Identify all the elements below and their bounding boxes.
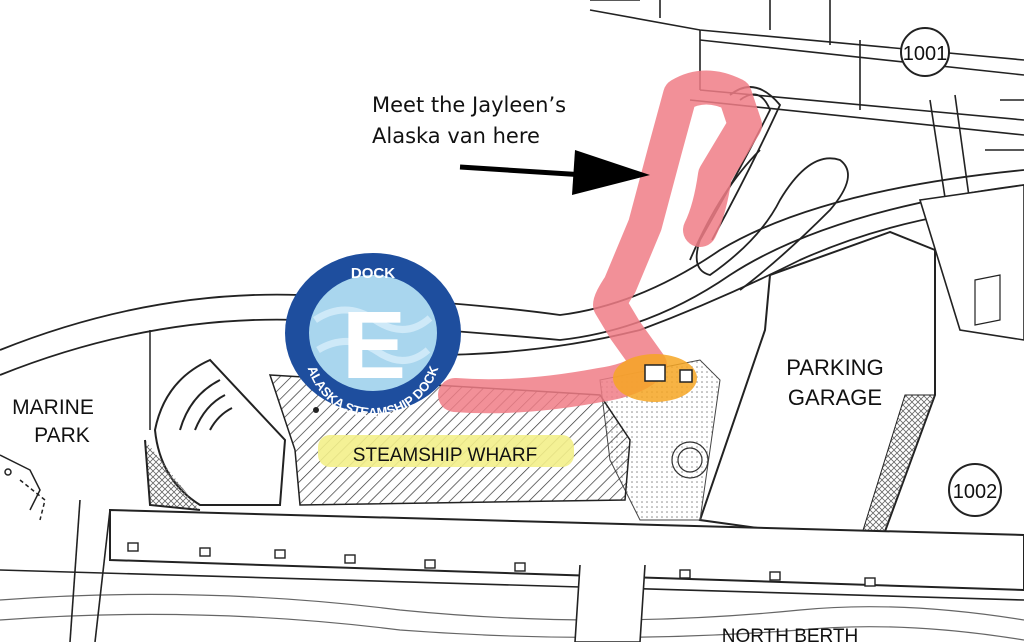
marine-park-label-line1: MARINE bbox=[12, 396, 94, 419]
logo-letter: E bbox=[342, 292, 406, 399]
kiosk-building bbox=[644, 364, 693, 383]
marine-park-lines bbox=[0, 330, 151, 521]
parking-garage-building bbox=[698, 184, 1024, 547]
north-berth-label: NORTH BERTH bbox=[722, 626, 859, 642]
plaza-circles bbox=[671, 441, 709, 479]
callout-line-1: Meet the Jayleen’s bbox=[372, 93, 566, 117]
parking-garage-label-line1: PARKING bbox=[786, 355, 883, 380]
marine-park-label-line2: PARK bbox=[34, 424, 90, 447]
logo-dock-text: DOCK bbox=[351, 265, 395, 282]
building-marker-1002: 1002 bbox=[948, 463, 1002, 517]
callout-line-2: Alaska van here bbox=[372, 124, 540, 148]
building-marker-1001: 1001 bbox=[900, 27, 950, 77]
building-1001-label: 1001 bbox=[903, 43, 948, 65]
main-road bbox=[0, 169, 1024, 376]
wharf-label-highlight bbox=[318, 435, 574, 467]
steamship-wharf-label: STEAMSHIP WHARF bbox=[353, 445, 537, 466]
walking-route bbox=[438, 70, 762, 414]
parking-garage-label-line2: GARAGE bbox=[788, 385, 882, 410]
park-marker-dot bbox=[313, 407, 319, 413]
bollards bbox=[127, 542, 876, 587]
amphitheater bbox=[144, 358, 287, 511]
waterfront-promenade bbox=[0, 499, 1024, 642]
callout-arrow bbox=[459, 150, 650, 195]
building-1002-label: 1002 bbox=[953, 481, 998, 503]
